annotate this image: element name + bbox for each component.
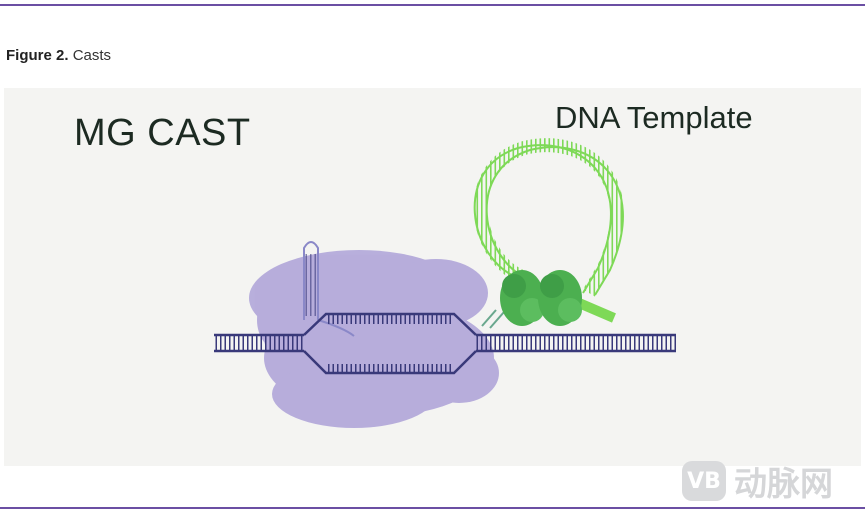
- top-divider: [0, 4, 865, 6]
- diagram-canvas: [214, 138, 676, 428]
- target-dna: [214, 312, 676, 375]
- figure-caption-text: Casts: [72, 47, 112, 64]
- dna-template-label: DNA Template: [555, 100, 753, 135]
- transposase-complex: [500, 270, 582, 326]
- dna-template-loop: [473, 138, 624, 329]
- watermark-text: 动脉网: [734, 464, 833, 503]
- figure-caption-label: Figure 2.: [6, 47, 69, 64]
- figure-panel: MG CAST DNA Template: [4, 88, 861, 466]
- bottom-divider: [0, 507, 865, 509]
- figure-caption: Figure 2. Casts: [6, 47, 111, 64]
- mg-cast-title: MG CAST: [74, 112, 251, 154]
- watermark: VB 动脉网: [682, 458, 833, 504]
- watermark-logo-icon: VB: [682, 461, 726, 501]
- guide-rna-hairpin: [303, 241, 355, 337]
